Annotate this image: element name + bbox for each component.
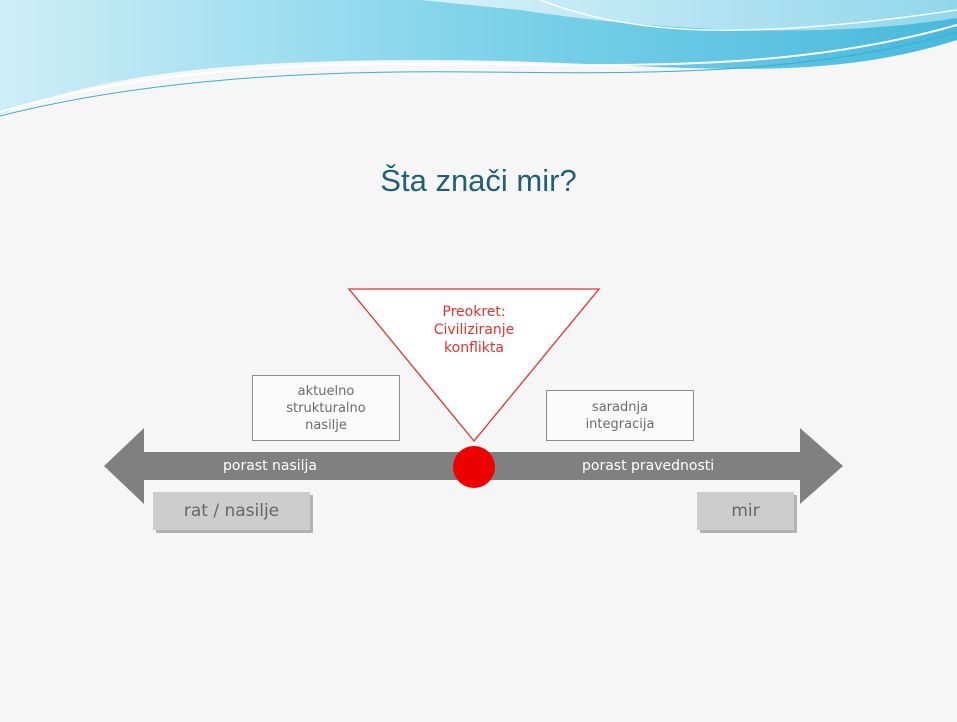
slide-title: Šta znači mir? (380, 163, 577, 198)
turning-point-triangle (347, 288, 601, 443)
war-violence-label: rat / nasilje (153, 492, 310, 530)
structural-violence-box: aktuelno strukturalno nasilje (252, 375, 400, 441)
cooperation-box: saradnja integracija (546, 390, 694, 441)
war-violence-text: rat / nasilje (183, 501, 280, 521)
peace-text: mir (731, 501, 760, 521)
peace-label: mir (697, 492, 794, 530)
structural-violence-label: aktuelno strukturalno nasilje (286, 383, 366, 433)
header-wave-decoration (0, 0, 957, 117)
arrow-right-label: porast pravednosti (582, 458, 715, 474)
turning-point-label: Preokret: Civiliziranje konflikta (433, 304, 515, 356)
arrow-left-label: porast nasilja (223, 458, 318, 474)
turning-point-circle (453, 446, 495, 488)
cooperation-label: saradnja integracija (585, 399, 655, 432)
